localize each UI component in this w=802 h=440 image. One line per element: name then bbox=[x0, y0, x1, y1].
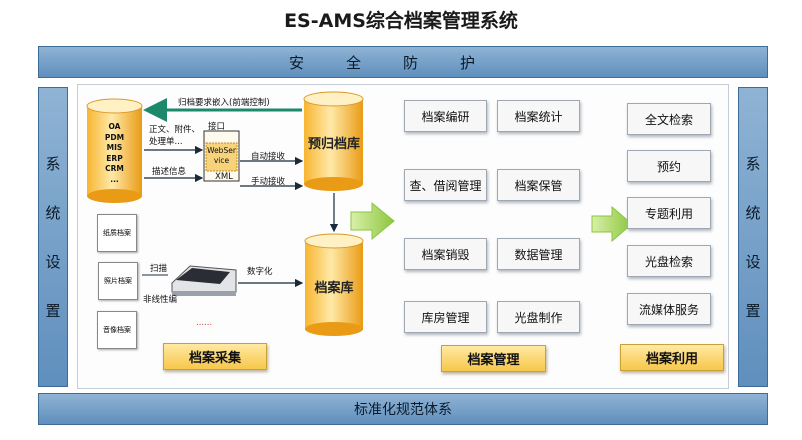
scan-label: 扫描 bbox=[150, 264, 168, 274]
use-topic-button[interactable]: 专题利用 bbox=[627, 197, 711, 229]
mgmt-stats-button[interactable]: 档案统计 bbox=[497, 100, 580, 132]
interface-label: 接口 bbox=[208, 122, 226, 132]
source-system-mis: MIS bbox=[106, 143, 123, 152]
right-system-settings: 系 统 设 置 bbox=[738, 87, 768, 387]
use-label: 档案利用 bbox=[620, 344, 724, 371]
nonlinear-label: 非线性编 bbox=[143, 295, 178, 305]
photo-archive-doc: 照片档案 bbox=[98, 262, 138, 300]
source-system-erp: ERP bbox=[106, 153, 123, 163]
desc-label: 描述信息 bbox=[152, 167, 187, 177]
embed-label: 归档要求嵌入(前端控制) bbox=[178, 98, 270, 108]
right-settings-char: 统 bbox=[745, 204, 761, 222]
paper-archive-doc: 纸质档案 bbox=[97, 214, 137, 252]
mgmt-data-button[interactable]: 数据管理 bbox=[497, 238, 580, 270]
webservice-label: WebService bbox=[207, 146, 236, 165]
left-settings-char: 置 bbox=[45, 302, 61, 320]
mgmt-storage-button[interactable]: 库房管理 bbox=[404, 301, 487, 333]
source-system-oa: OA bbox=[108, 122, 121, 131]
mgmt-compile-button[interactable]: 档案编研 bbox=[404, 100, 487, 132]
left-settings-char: 统 bbox=[45, 204, 61, 222]
mgmt-label: 档案管理 bbox=[441, 345, 546, 372]
use-disc-search-button[interactable]: 光盘检索 bbox=[627, 245, 711, 277]
source-systems-cylinder bbox=[86, 98, 143, 203]
left-system-settings: 系 统 设 置 bbox=[38, 87, 68, 387]
ellipsis-label: ...... bbox=[196, 318, 213, 328]
right-settings-char: 设 bbox=[745, 253, 761, 271]
right-settings-char: 系 bbox=[745, 155, 761, 173]
page-title: ES-AMS综合档案管理系统 bbox=[284, 10, 518, 32]
av-archive-doc: 音像档案 bbox=[97, 311, 137, 349]
security-bar: 安全防护 bbox=[38, 46, 768, 78]
body-label: 正文、附件、处理单... bbox=[149, 125, 201, 147]
xml-label: XML bbox=[215, 172, 233, 182]
source-system-more: ... bbox=[110, 174, 119, 184]
archive-db-cylinder bbox=[304, 233, 364, 336]
webservice-box bbox=[205, 142, 238, 172]
manual-receive-label: 手动接收 bbox=[251, 177, 286, 187]
source-systems-list: OA PDM MIS ERP CRM ... bbox=[100, 122, 129, 185]
digitize-label: 数字化 bbox=[247, 267, 273, 277]
left-settings-char: 系 bbox=[45, 155, 61, 173]
mgmt-to-use-arrow bbox=[591, 205, 633, 243]
use-streaming-button[interactable]: 流媒体服务 bbox=[627, 293, 711, 325]
collect-label: 档案采集 bbox=[163, 343, 267, 370]
archive-db-label: 档案库 bbox=[314, 281, 354, 296]
mgmt-preserve-button[interactable]: 档案保管 bbox=[497, 169, 580, 201]
auto-receive-label: 自动接收 bbox=[251, 152, 286, 162]
mgmt-disc-button[interactable]: 光盘制作 bbox=[497, 301, 580, 333]
right-settings-char: 置 bbox=[745, 302, 761, 320]
use-fulltext-button[interactable]: 全文检索 bbox=[627, 103, 711, 135]
mgmt-destroy-button[interactable]: 档案销毁 bbox=[404, 238, 487, 270]
pre-archive-label: 预归档库 bbox=[307, 137, 360, 152]
standards-bar: 标准化规范体系 bbox=[38, 393, 768, 425]
use-reserve-button[interactable]: 预约 bbox=[627, 150, 711, 182]
left-settings-char: 设 bbox=[45, 253, 61, 271]
source-system-crm: CRM bbox=[105, 164, 124, 173]
scanner-icon bbox=[171, 265, 237, 296]
collect-to-mgmt-arrow bbox=[350, 201, 395, 241]
mgmt-borrow-button[interactable]: 查、借阅管理 bbox=[404, 169, 487, 201]
main-panel bbox=[77, 84, 729, 389]
pre-archive-cylinder bbox=[303, 91, 364, 191]
source-system-pdm: PDM bbox=[104, 132, 125, 142]
